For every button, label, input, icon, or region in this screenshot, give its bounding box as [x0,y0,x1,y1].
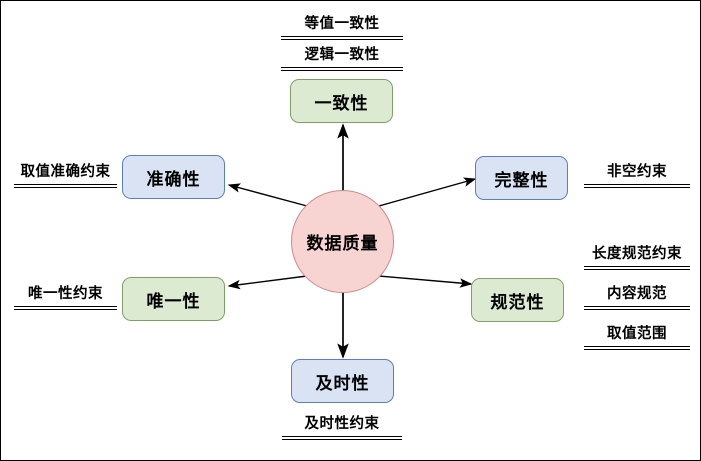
constraint-underline [584,266,690,271]
edge-hub-uniqueness [227,275,308,290]
constraint-underline [584,346,690,351]
constraint-label: 等值一致性 [304,16,380,32]
node-completeness[interactable]: 完整性 [475,156,568,200]
edge-hub-accuracy [227,183,308,207]
constraint-length-norm: 长度规范约束 [584,242,690,271]
constraint-value-range: 取值范围 [584,322,690,351]
constraint-underline [584,306,690,311]
constraint-underline [584,184,690,189]
hub-label: 数据质量 [306,234,379,254]
node-accuracy[interactable]: 准确性 [122,155,225,199]
constraint-label: 长度规范约束 [592,246,682,262]
node-normativity-label: 规范性 [490,292,545,313]
constraint-label: 取值范围 [607,326,667,342]
constraint-uniqueness: 唯一性约束 [14,282,117,311]
constraint-timeliness: 及时性约束 [282,412,402,441]
edge-hub-completeness [378,177,477,207]
constraint-value-accuracy: 取值准确约束 [14,160,117,189]
constraint-underline [281,36,403,41]
constraint-label: 及时性约束 [304,416,380,432]
constraint-label: 非空约束 [607,164,667,180]
edge-hub-normativity [378,275,473,288]
constraint-equal-value-consistency: 等值一致性 [281,12,403,41]
constraint-underline [14,184,117,189]
constraint-underline [281,67,403,72]
constraint-content-norm: 内容规范 [584,282,690,311]
constraint-label: 逻辑一致性 [304,47,380,63]
node-completeness-label: 完整性 [494,170,549,191]
node-timeliness-label: 及时性 [315,373,370,394]
node-uniqueness[interactable]: 唯一性 [122,277,225,321]
node-normativity[interactable]: 规范性 [471,278,564,322]
node-timeliness[interactable]: 及时性 [291,359,394,403]
node-accuracy-label: 准确性 [146,169,201,190]
node-consistency[interactable]: 一致性 [290,79,393,123]
constraint-underline [282,436,402,441]
constraint-underline [14,306,117,311]
constraint-label: 唯一性约束 [28,286,103,302]
node-consistency-label: 一致性 [314,93,369,114]
hub-data-quality[interactable]: 数据质量 [291,190,394,293]
constraint-not-null: 非空约束 [584,160,690,189]
constraint-label: 取值准确约束 [20,164,111,180]
constraint-logical-consistency: 逻辑一致性 [281,43,403,72]
constraint-label: 内容规范 [607,286,667,302]
node-uniqueness-label: 唯一性 [146,291,201,312]
